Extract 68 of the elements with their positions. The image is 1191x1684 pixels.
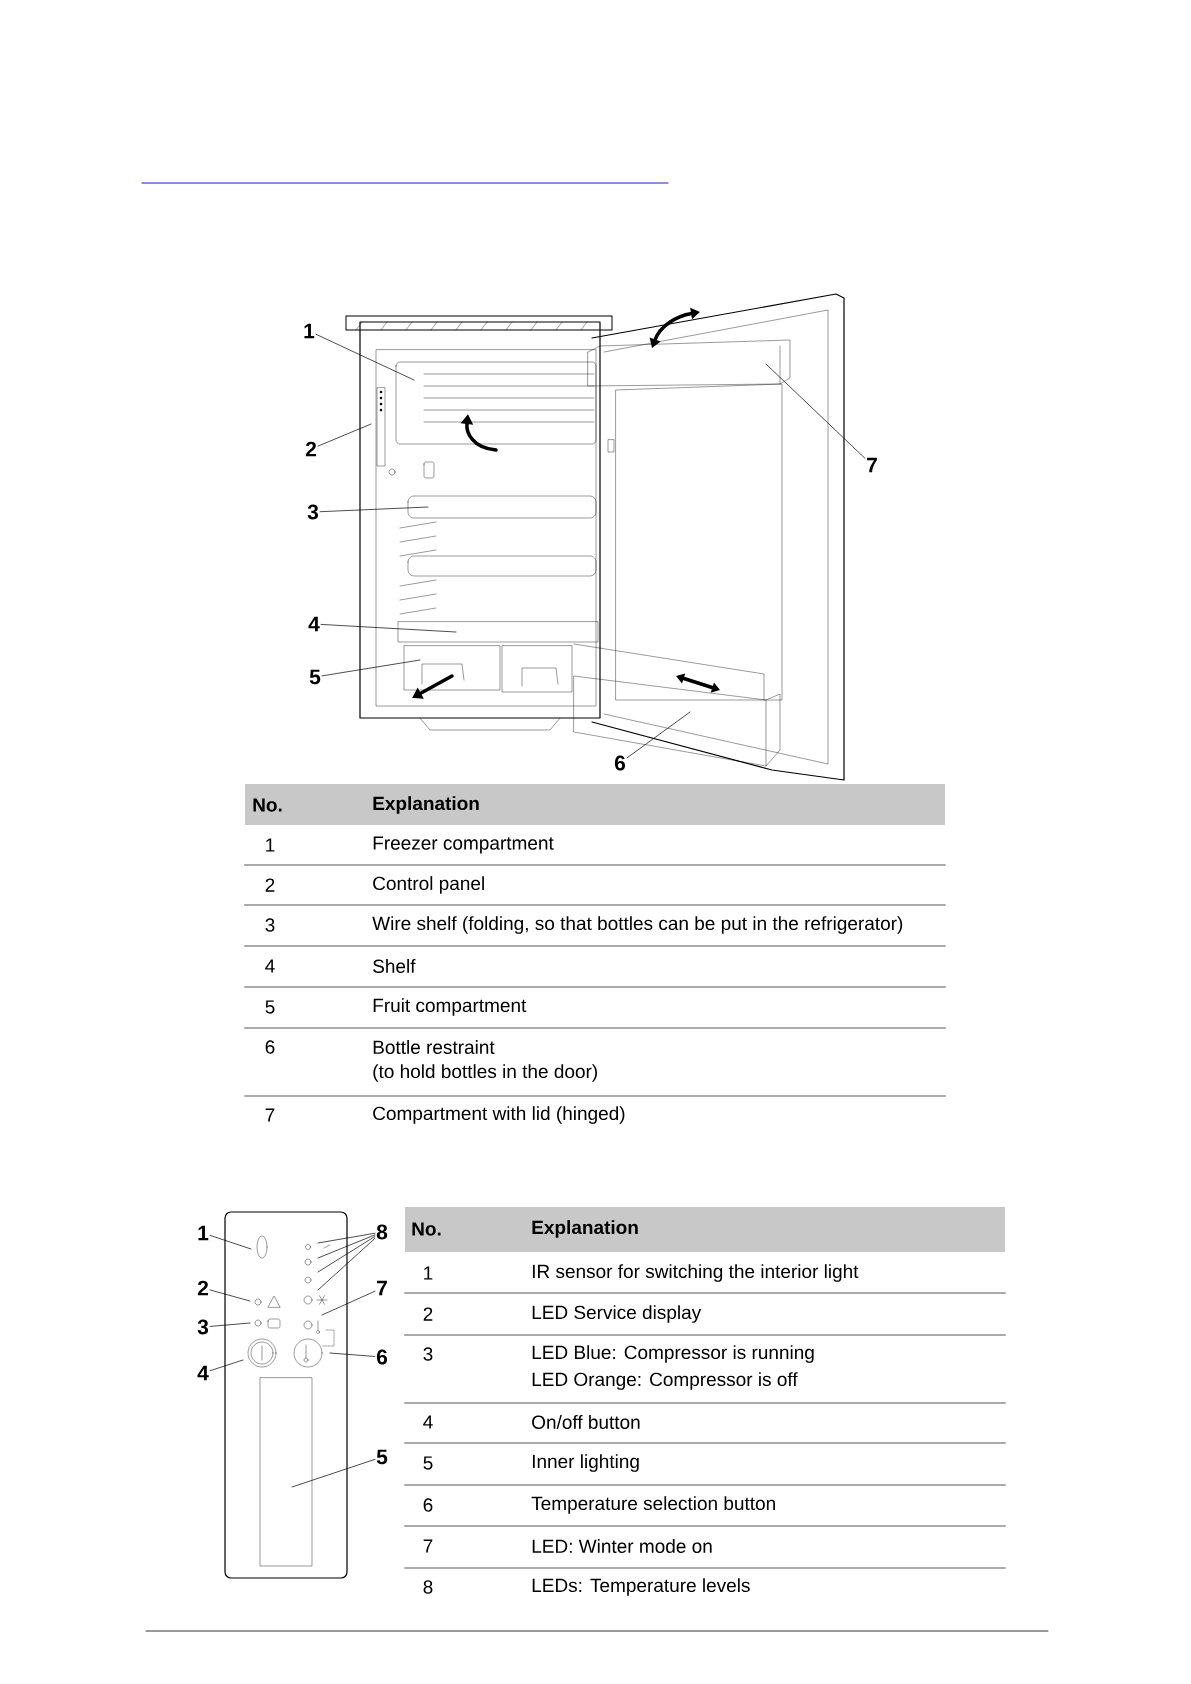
- table-cell: 2: [423, 1307, 433, 1321]
- table-cell: (to hold bottles in the door): [373, 1064, 597, 1082]
- table-cell: 6: [265, 1040, 275, 1054]
- table-cell: Shelf: [373, 959, 416, 973]
- callout-number: 2: [197, 1280, 208, 1296]
- table-cell: LED Blue: Compressor is running: [532, 1345, 814, 1363]
- table-cell: LEDs: Temperature levels: [532, 1578, 750, 1596]
- callout-number: 4: [308, 616, 320, 632]
- leader-line: [329, 1352, 376, 1357]
- leader-line: [209, 1235, 252, 1250]
- leader-line: [209, 1289, 251, 1302]
- table-cell: On/off button: [532, 1415, 640, 1429]
- table-header: Explanation: [532, 1220, 638, 1238]
- callout-number: 3: [307, 504, 319, 520]
- table-cell: 5: [423, 1456, 433, 1470]
- table-cell: 4: [265, 959, 275, 973]
- callout-number: 5: [376, 1449, 388, 1465]
- leader-line: [317, 423, 372, 447]
- leader-line: [320, 624, 457, 633]
- table-header: No.: [253, 798, 282, 812]
- callout-number: 6: [376, 1349, 388, 1365]
- leader-line: [209, 1322, 251, 1327]
- table-cell: Fruit compartment: [373, 998, 527, 1016]
- leader-line: [321, 659, 421, 677]
- leader-line: [317, 1232, 376, 1244]
- refrigerator-drawing: [345, 293, 845, 781]
- table-cell: 3: [265, 918, 275, 932]
- callout-number: 1: [198, 1225, 209, 1241]
- leader-line: [209, 1359, 244, 1372]
- table-cell: LED: Winter mode on: [532, 1539, 712, 1553]
- table-cell: 7: [265, 1108, 275, 1122]
- leader-line: [765, 363, 866, 459]
- leader-line: [317, 1234, 376, 1259]
- callout-number: 2: [305, 441, 316, 457]
- table-cell: LED Orange: Compressor is off: [532, 1372, 798, 1390]
- callout-number: 1: [304, 323, 315, 339]
- table-cell: 1: [266, 838, 275, 852]
- table-cell: Wire shelf (folding, so that bottles can be put in the refrigerator): [372, 916, 903, 934]
- callout-number: 7: [867, 457, 877, 473]
- leader-line: [319, 506, 429, 513]
- leader-line: [291, 1459, 376, 1488]
- leader-line: [317, 1238, 376, 1291]
- leader-line: [321, 1290, 376, 1316]
- leader-line: [626, 711, 691, 759]
- table-header: No.: [412, 1222, 441, 1236]
- leader-line: [317, 1236, 376, 1273]
- table-cell: 7: [423, 1539, 433, 1553]
- table-cell: 4: [423, 1415, 433, 1429]
- table-cell: 2: [265, 878, 275, 892]
- table-cell: Control panel: [373, 876, 484, 894]
- callout-number: 7: [377, 1280, 387, 1296]
- table-cell: 8: [423, 1580, 433, 1594]
- table-cell: 6: [423, 1498, 433, 1512]
- callout-number: 8: [376, 1224, 388, 1240]
- callout-number: 5: [309, 669, 321, 685]
- leader-line: [315, 333, 415, 381]
- table-cell: 3: [423, 1347, 433, 1361]
- callout-number: 3: [197, 1319, 209, 1335]
- table-cell: Temperature selection button: [531, 1496, 775, 1514]
- table-cell: 1: [424, 1266, 433, 1280]
- table-cell: LED Service display: [532, 1305, 702, 1323]
- table-cell: Inner lighting: [532, 1454, 639, 1472]
- table-cell: Freezer compartment: [373, 836, 554, 854]
- table-cell: IR sensor for switching the interior light: [532, 1264, 859, 1282]
- table-cell: Bottle restraint: [373, 1040, 495, 1054]
- table-cell: Compartment with lid (hinged): [373, 1106, 625, 1124]
- callout-number: 4: [197, 1365, 209, 1381]
- table-cell: 5: [265, 1000, 275, 1014]
